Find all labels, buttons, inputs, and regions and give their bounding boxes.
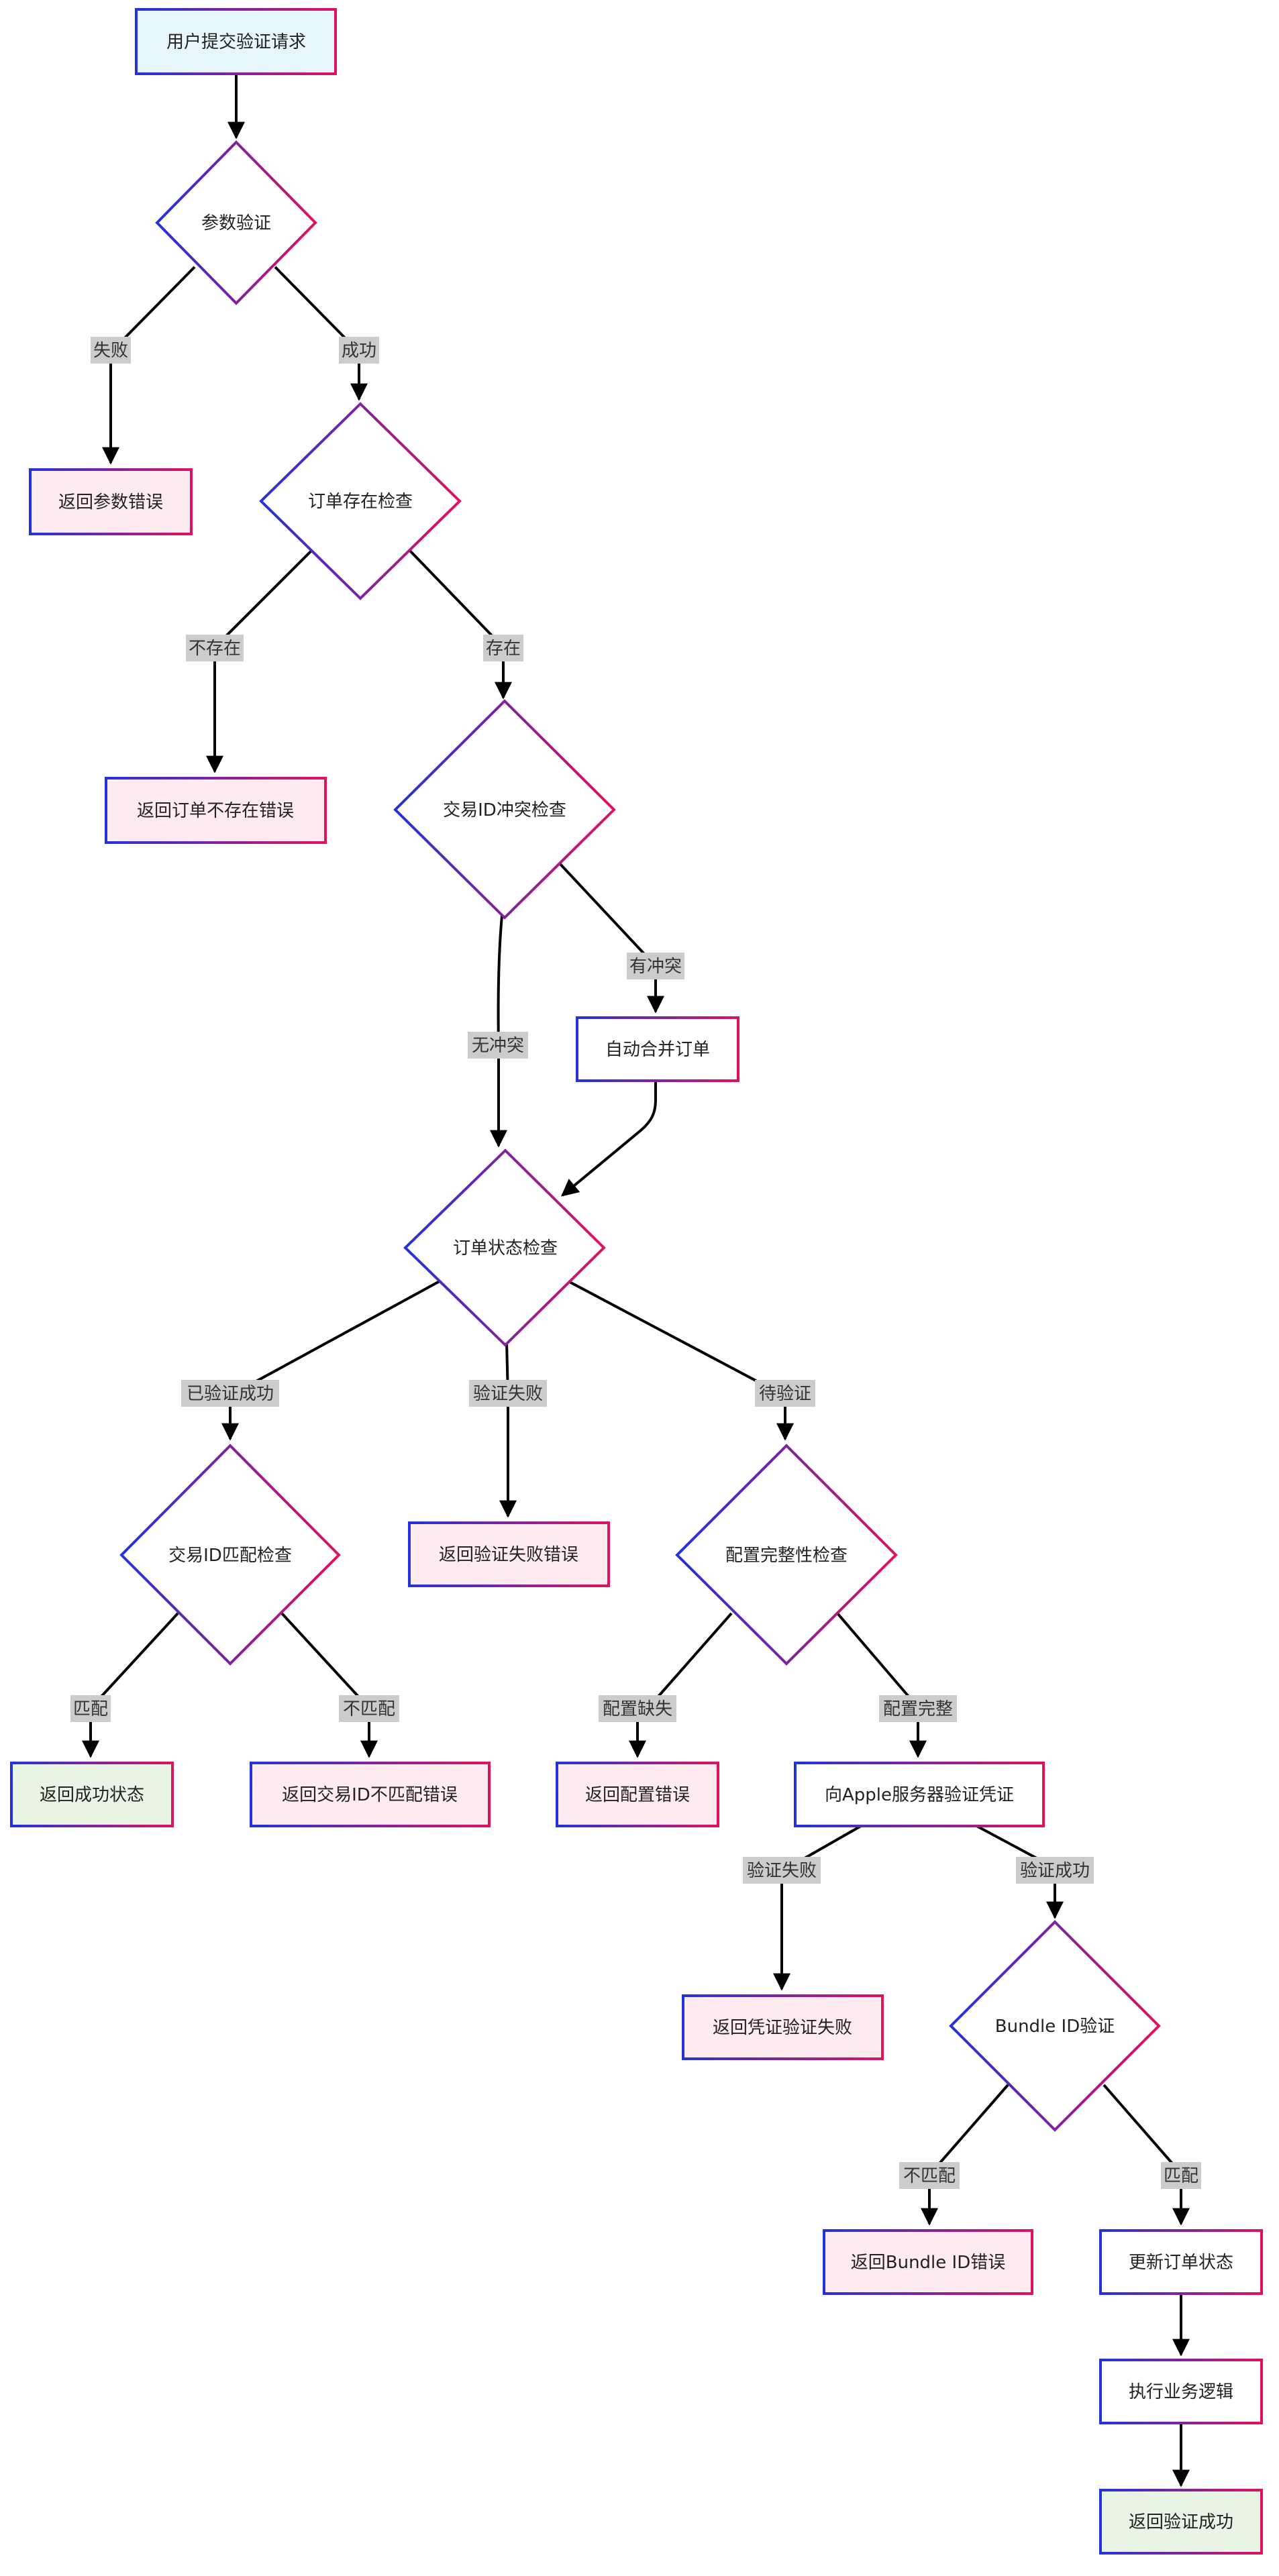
edge-param-fail <box>102 266 196 465</box>
edge-label: 存在 <box>483 635 523 661</box>
svg-text:有冲突: 有冲突 <box>629 957 682 977</box>
edge-label: 验证成功 <box>1016 1857 1094 1884</box>
edge-label: 不匹配 <box>339 1695 399 1722</box>
edge-label: 验证失败 <box>743 1857 821 1884</box>
edge-bundle-match <box>1103 2084 1190 2226</box>
return-success-status-node: 返回成功状态 <box>10 1762 174 1827</box>
edge-param-ok <box>274 266 368 401</box>
edge-no-conflict <box>490 915 507 1148</box>
order-exist-decision: 订单存在检查 <box>259 402 462 600</box>
edge-label: 验证失败 <box>469 1380 547 1407</box>
svg-text:订单存在检查: 订单存在检查 <box>308 492 413 512</box>
edge-pending <box>568 1280 794 1441</box>
edge-config-complete <box>836 1612 927 1758</box>
svg-text:更新订单状态: 更新订单状态 <box>1129 2253 1233 2273</box>
edge-label: 不存在 <box>186 635 244 661</box>
svg-text:返回成功状态: 返回成功状态 <box>40 1785 144 1805</box>
param-check-decision: 参数验证 <box>155 140 317 305</box>
edge-label: 匹配 <box>70 1695 111 1722</box>
auto-merge-node: 自动合并订单 <box>576 1016 739 1082</box>
apple-verify-node: 向Apple服务器验证凭证 <box>794 1762 1045 1827</box>
svg-text:返回验证成功: 返回验证成功 <box>1129 2512 1233 2532</box>
edge-labels: 失败 成功 不存在 存在 有冲突 无冲突 已验证成功 验证失败 <box>70 337 1201 2189</box>
svg-text:配置缺失: 配置缺失 <box>603 1699 672 1719</box>
svg-text:配置完整: 配置完整 <box>883 1699 953 1719</box>
svg-text:不存在: 不存在 <box>189 639 241 659</box>
svg-text:匹配: 匹配 <box>73 1699 108 1719</box>
edge-label: 已验证成功 <box>181 1380 279 1407</box>
svg-text:Bundle ID验证: Bundle ID验证 <box>995 2017 1115 2037</box>
edge-label: 有冲突 <box>627 953 684 979</box>
edge-merge-to-status <box>560 1077 657 1197</box>
edge-label: 无冲突 <box>468 1032 528 1059</box>
svg-text:返回验证失败错误: 返回验证失败错误 <box>439 1545 578 1565</box>
svg-text:订单状态检查: 订单状态检查 <box>453 1238 558 1258</box>
edge-label: 失败 <box>91 337 131 364</box>
edge-label: 匹配 <box>1161 2162 1201 2189</box>
edge-has-conflict <box>557 861 664 1014</box>
txn-match-decision: 交易ID匹配检查 <box>119 1444 341 1666</box>
update-order-node: 更新订单状态 <box>1099 2229 1263 2295</box>
nodes: 用户提交验证请求 参数验证 返回参数错误 订单存在检查 返回订单不存在错误 交易… <box>10 8 1263 2555</box>
svg-text:成功: 成功 <box>342 341 376 361</box>
svg-text:交易ID冲突检查: 交易ID冲突检查 <box>443 800 566 820</box>
svg-text:返回配置错误: 返回配置错误 <box>585 1785 690 1805</box>
run-business-node: 执行业务逻辑 <box>1099 2359 1263 2424</box>
order-status-decision: 订单状态检查 <box>403 1148 606 1347</box>
edge-match <box>82 1612 179 1758</box>
svg-text:返回参数错误: 返回参数错误 <box>58 492 163 513</box>
return-bundle-error-node: 返回Bundle ID错误 <box>823 2229 1033 2295</box>
edge-apple-failed <box>773 1822 866 1991</box>
svg-text:存在: 存在 <box>486 639 521 659</box>
edge-label: 不匹配 <box>899 2162 960 2189</box>
svg-text:验证失败: 验证失败 <box>473 1384 543 1404</box>
edge-exist <box>408 549 512 700</box>
svg-text:交易ID匹配检查: 交易ID匹配检查 <box>168 1546 292 1566</box>
svg-text:自动合并订单: 自动合并订单 <box>605 1040 710 1060</box>
return-txn-mismatch-node: 返回交易ID不匹配错误 <box>250 1762 491 1827</box>
svg-text:验证成功: 验证成功 <box>1020 1861 1090 1881</box>
svg-text:匹配: 匹配 <box>1164 2166 1198 2186</box>
edge-mismatch <box>280 1612 378 1758</box>
edge-already-verified <box>221 1280 440 1441</box>
return-receipt-failed-node: 返回凭证验证失败 <box>682 1994 884 2060</box>
edge-bundle-mismatch <box>921 2084 1009 2226</box>
svg-text:用户提交验证请求: 用户提交验证请求 <box>166 32 306 52</box>
svg-text:返回Bundle ID错误: 返回Bundle ID错误 <box>851 2253 1005 2273</box>
svg-text:无冲突: 无冲突 <box>472 1036 524 1056</box>
svg-text:已验证成功: 已验证成功 <box>187 1384 274 1404</box>
svg-text:不匹配: 不匹配 <box>343 1699 395 1719</box>
svg-text:不匹配: 不匹配 <box>903 2166 956 2186</box>
return-param-error-node: 返回参数错误 <box>29 468 193 535</box>
edge-label: 成功 <box>339 337 379 364</box>
return-verify-success-node: 返回验证成功 <box>1099 2489 1263 2555</box>
svg-text:失败: 失败 <box>93 341 128 361</box>
svg-text:待验证: 待验证 <box>759 1384 811 1404</box>
svg-text:返回交易ID不匹配错误: 返回交易ID不匹配错误 <box>282 1785 458 1805</box>
return-order-not-exist-node: 返回订单不存在错误 <box>105 777 327 844</box>
svg-text:参数验证: 参数验证 <box>201 213 271 233</box>
edge-config-missing <box>629 1612 733 1758</box>
edge-verify-failed <box>499 1341 517 1518</box>
edge-label: 配置缺失 <box>599 1695 676 1722</box>
return-verify-failed-node: 返回验证失败错误 <box>408 1521 610 1587</box>
svg-text:执行业务逻辑: 执行业务逻辑 <box>1129 2382 1233 2402</box>
svg-text:返回凭证验证失败: 返回凭证验证失败 <box>713 2018 852 2038</box>
svg-text:向Apple服务器验证凭证: 向Apple服务器验证凭证 <box>825 1785 1014 1805</box>
return-config-error-node: 返回配置错误 <box>556 1762 719 1827</box>
edge-label: 待验证 <box>755 1380 815 1407</box>
bundle-check-decision: Bundle ID验证 <box>949 1920 1161 2132</box>
edges <box>82 68 1190 2487</box>
start-node: 用户提交验证请求 <box>135 8 337 75</box>
svg-text:配置完整性检查: 配置完整性检查 <box>725 1546 848 1566</box>
svg-text:返回订单不存在错误: 返回订单不存在错误 <box>137 801 294 821</box>
config-check-decision: 配置完整性检查 <box>675 1444 898 1666</box>
edge-label: 配置完整 <box>879 1695 957 1722</box>
txn-conflict-decision: 交易ID冲突检查 <box>393 699 616 920</box>
svg-text:验证失败: 验证失败 <box>747 1861 817 1881</box>
